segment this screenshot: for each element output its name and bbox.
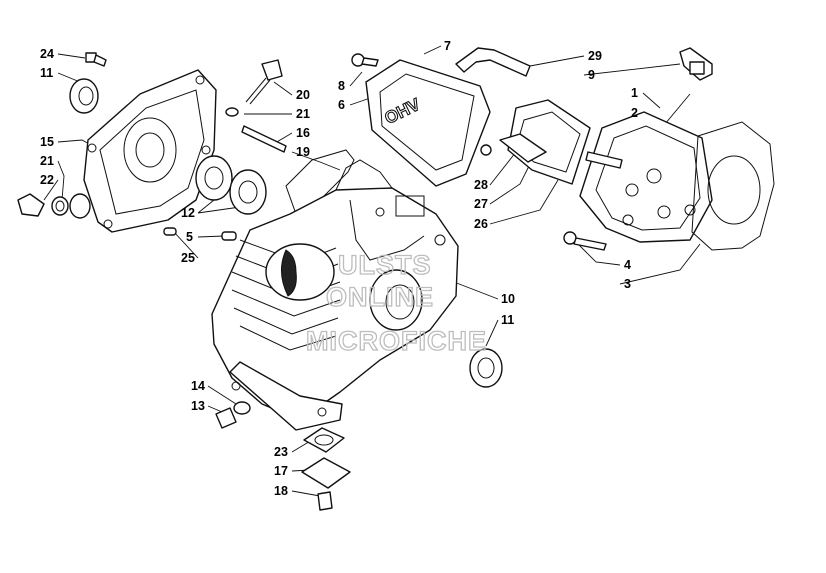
callout-13: 13 (191, 399, 205, 413)
callout-20: 20 (296, 88, 310, 102)
callout-14: 14 (191, 379, 205, 393)
watermark-line-3: MICROFICHE (306, 326, 487, 356)
oil-seal-right (469, 348, 503, 388)
callout-10: 10 (501, 292, 515, 306)
callout-6: 6 (338, 98, 345, 112)
callout-22: 22 (40, 173, 54, 187)
breather-cover (301, 427, 351, 511)
callout-7: 7 (444, 39, 451, 53)
callout-28: 28 (474, 178, 488, 192)
callout-8: 8 (338, 79, 345, 93)
callout-23: 23 (274, 445, 288, 459)
callout-27: 27 (474, 197, 488, 211)
callout-21: 21 (296, 107, 310, 121)
callout-3: 3 (624, 277, 631, 291)
callout-18: 18 (274, 484, 288, 498)
leader-lines (43, 45, 701, 497)
head-gasket-bore (707, 155, 761, 225)
callout-24: 24 (40, 47, 54, 61)
callout-9: 9 (588, 68, 595, 82)
callout-4: 4 (624, 258, 631, 272)
dowel-pin-5 (221, 231, 237, 241)
watermark-line-1: ULSTS (338, 250, 432, 280)
callout-16: 16 (296, 126, 310, 140)
watermark: ULSTS ONLINE MICROFICHE (305, 249, 487, 356)
callout-1: 1 (631, 86, 638, 100)
rocker-plate (480, 99, 591, 185)
callout-12: 12 (181, 206, 195, 220)
bearings (195, 155, 267, 215)
oil-seal-left (69, 78, 99, 114)
plug-13 (215, 401, 251, 429)
bolt-8 (351, 53, 379, 67)
cylinder-head (579, 111, 713, 243)
callout-17: 17 (274, 464, 288, 478)
callout-labels: 2411152122251252021161978629912282726431… (40, 39, 638, 498)
watermark-line-2: ONLINE (326, 282, 434, 312)
callout-29: 29 (588, 49, 602, 63)
drain-plug (17, 193, 91, 219)
valve-cover: OHV (365, 59, 491, 187)
callout-5: 5 (186, 230, 193, 244)
bolt-24 (85, 52, 107, 67)
head-bolt (563, 231, 607, 251)
spark-plug (679, 47, 713, 81)
callout-11: 11 (501, 313, 514, 327)
callout-2: 2 (631, 106, 638, 120)
callout-21: 21 (40, 154, 54, 168)
breather-hose (455, 47, 531, 77)
callout-11: 11 (40, 66, 53, 80)
head-gasket (691, 121, 775, 251)
dipstick-assembly (225, 59, 287, 153)
callout-15: 15 (40, 135, 54, 149)
callout-25: 25 (181, 251, 195, 265)
side-cover (83, 69, 217, 233)
dowel-pin-25 (163, 227, 177, 236)
callout-19: 19 (296, 145, 310, 159)
callout-26: 26 (474, 217, 488, 231)
crankcase-block (211, 159, 459, 431)
